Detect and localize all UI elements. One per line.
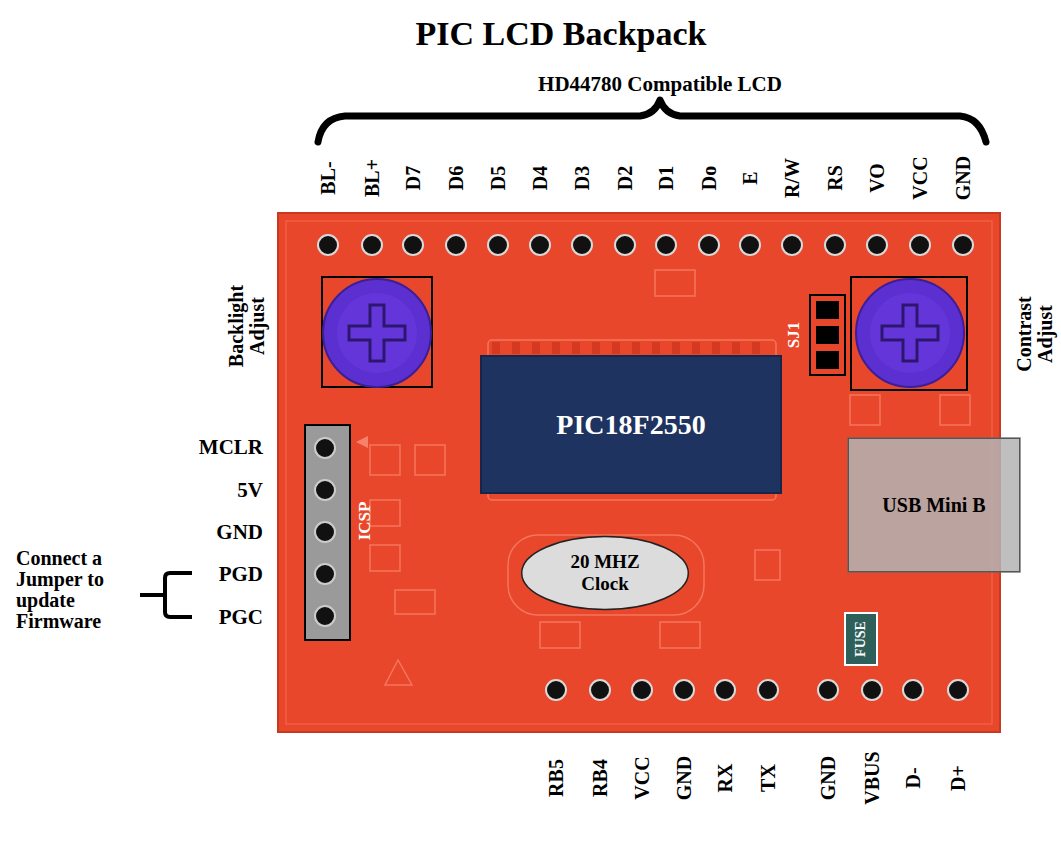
diagram-title: PIC LCD Backpack [416, 16, 707, 52]
usb-connector: USB Mini B [848, 438, 1020, 572]
pin-label: D3 [572, 166, 593, 190]
pin-label: Do [699, 166, 720, 190]
note: Connect a Jumper to update Firmware [16, 548, 134, 632]
pin-label: D2 [615, 166, 636, 190]
icsp-pin-label: GND [216, 521, 263, 543]
fuse-box: FUSE [844, 612, 878, 666]
clock-ellipse: 20 MHZ Clock [520, 535, 690, 611]
pin-label: GND [674, 756, 695, 800]
pin-label: GND [953, 156, 974, 200]
jumper-bracket [140, 573, 192, 617]
pin-label: E [740, 171, 761, 184]
chip-box: PIC18F2550 [480, 355, 782, 494]
pin-label: R/W [782, 158, 803, 198]
pin-label: D5 [488, 166, 509, 190]
node-text: USB Mini B [882, 494, 985, 517]
pin-label: RS [825, 165, 846, 191]
lcd-pin-holes [318, 235, 973, 255]
io-pin-holes [546, 680, 968, 700]
icsp-header: ICSP [305, 425, 350, 640]
pin-label: D1 [656, 166, 677, 190]
pot-label: Contrast Adjust [1014, 274, 1056, 394]
icsp-pin-label: PGD [219, 563, 263, 585]
lcd-heading: HD44780 Compatible LCD [538, 73, 782, 95]
icsp-pin-label: PGC [219, 606, 263, 628]
pin-label: BL- [318, 161, 339, 194]
pot-label: Backlight Adjust [226, 266, 268, 386]
pin-bracket [318, 100, 986, 142]
pin-label: VBUS [862, 751, 883, 804]
pin-label: VCC [632, 756, 653, 799]
pin-label: RB5 [546, 759, 567, 797]
pin-label: D7 [403, 166, 424, 190]
node-text: PIC18F2550 [556, 409, 705, 441]
backlight-pot [322, 277, 432, 387]
icsp-pin-label: MCLR [199, 436, 263, 458]
contrast-pot [851, 277, 967, 390]
node-text: ICSP [355, 501, 375, 540]
node-text: FUSE [853, 621, 869, 657]
jumper-label: SJ1 [785, 322, 803, 348]
pin-label: VO [867, 163, 888, 193]
pin-label: D+ [948, 765, 969, 791]
chip-pads [492, 342, 760, 354]
pin-label: RB4 [590, 759, 611, 797]
pin-label: VCC [910, 156, 931, 199]
pin-label: GND [818, 756, 839, 800]
solder-jumper [810, 295, 845, 375]
pin-label: D- [903, 767, 924, 788]
pin-label: D6 [446, 166, 467, 190]
usb-connector-body [848, 438, 1020, 572]
pin-label: BL+ [362, 159, 383, 197]
node-text: 20 MHZ Clock [560, 551, 650, 595]
pin-label: D4 [530, 166, 551, 190]
pin-label: TX [758, 764, 779, 792]
icsp-pin-label: 5V [237, 479, 263, 501]
pin-label: RX [715, 764, 736, 793]
